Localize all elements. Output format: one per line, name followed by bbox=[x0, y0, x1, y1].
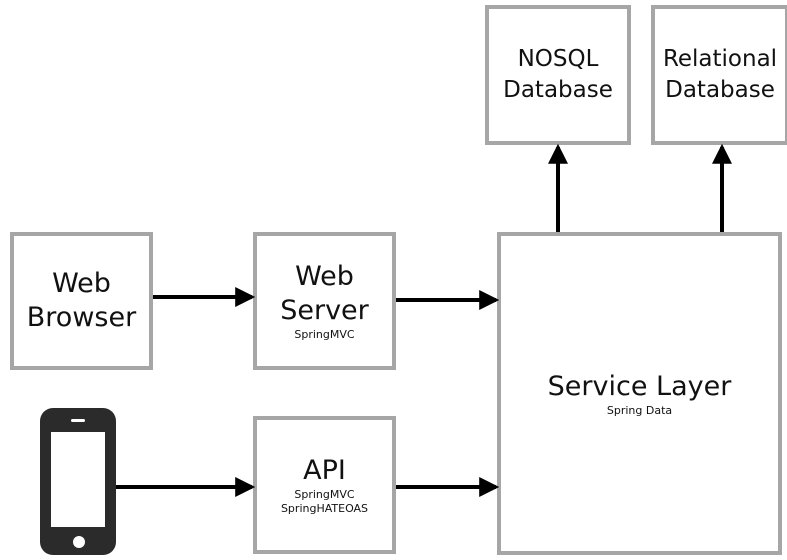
service-layer-tech: Spring Data bbox=[606, 403, 673, 417]
service-layer-box: Service Layer Spring Data bbox=[497, 232, 782, 555]
api-tech-1: SpringMVC bbox=[294, 488, 355, 501]
nosql-label-line2: Database bbox=[503, 77, 613, 103]
api-box: API SpringMVC SpringHATEOAS bbox=[253, 416, 396, 554]
api-tech-2: SpringHATEOAS bbox=[280, 502, 369, 515]
relational-label-line1: Relational bbox=[662, 46, 778, 72]
nosql-label-line1: NOSQL bbox=[517, 46, 599, 72]
api-label: API bbox=[303, 455, 346, 486]
web-browser-box: Web Browser bbox=[10, 232, 153, 370]
relational-database-box: Relational Database bbox=[651, 5, 787, 145]
web-browser-label-line1: Web bbox=[52, 268, 111, 299]
web-browser-label-line2: Browser bbox=[26, 302, 137, 333]
nosql-database-box: NOSQL Database bbox=[485, 5, 631, 145]
web-server-tech: SpringMVC bbox=[294, 328, 355, 341]
smartphone-icon bbox=[40, 408, 116, 555]
web-server-box: Web Server SpringMVC bbox=[253, 232, 396, 370]
web-server-label-line1: Web bbox=[295, 261, 354, 292]
service-layer-label: Service Layer bbox=[547, 370, 732, 402]
web-server-label-line2: Server bbox=[280, 295, 369, 326]
relational-label-line2: Database bbox=[665, 77, 775, 103]
